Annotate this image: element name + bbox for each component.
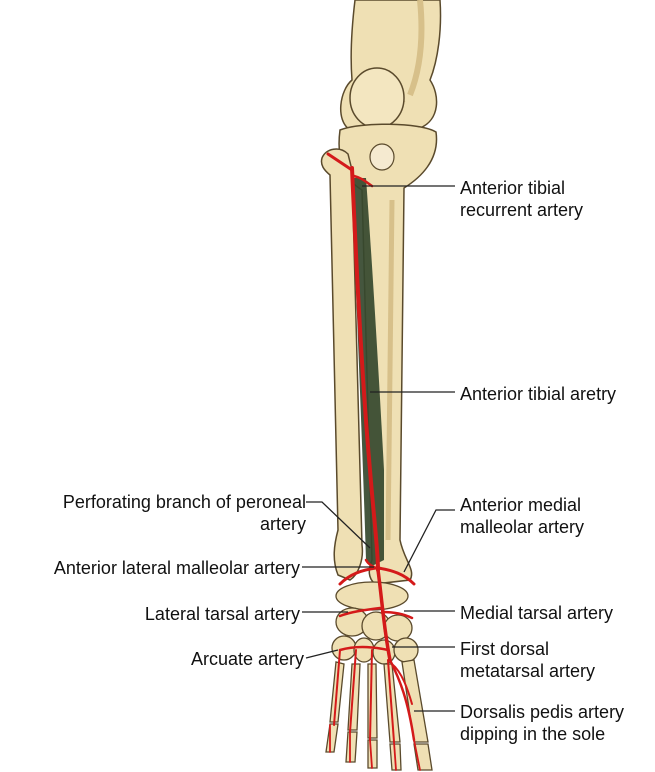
foot-bones [326, 582, 432, 770]
label-line: Anterior tibial [460, 177, 583, 199]
label-line: First dorsal [460, 638, 595, 660]
label-anterior-tibial-artery: Anterior tibial aretry [460, 383, 616, 405]
label-anterior-medial-malleolar-artery: Anterior medial malleolar artery [460, 494, 584, 538]
label-line: Lateral tarsal artery [145, 603, 300, 625]
label-lateral-tarsal-artery: Lateral tarsal artery [145, 603, 300, 625]
label-line: Anterior tibial aretry [460, 383, 616, 405]
label-line: metatarsal artery [460, 660, 595, 682]
label-first-dorsal-metatarsal-artery: First dorsal metatarsal artery [460, 638, 595, 682]
label-line: Arcuate artery [191, 648, 304, 670]
label-line: malleolar artery [460, 516, 584, 538]
label-line: recurrent artery [460, 199, 583, 221]
label-anterior-tibial-recurrent-artery: Anterior tibial recurrent artery [460, 177, 583, 221]
label-line: Dorsalis pedis artery [460, 701, 624, 723]
label-line: Anterior medial [460, 494, 584, 516]
label-line: Perforating branch of peroneal [63, 491, 306, 513]
label-line: Medial tarsal artery [460, 602, 613, 624]
patella [350, 68, 404, 128]
label-medial-tarsal-artery: Medial tarsal artery [460, 602, 613, 624]
label-line: Anterior lateral malleolar artery [54, 557, 300, 579]
label-anterior-lateral-malleolar-artery: Anterior lateral malleolar artery [54, 557, 300, 579]
label-line: artery [63, 513, 306, 535]
label-arcuate-artery: Arcuate artery [191, 648, 304, 670]
label-dorsalis-pedis-artery: Dorsalis pedis artery dipping in the sol… [460, 701, 624, 745]
label-perforating-branch-of-peroneal-artery: Perforating branch of peroneal artery [63, 491, 306, 535]
label-line: dipping in the sole [460, 723, 624, 745]
